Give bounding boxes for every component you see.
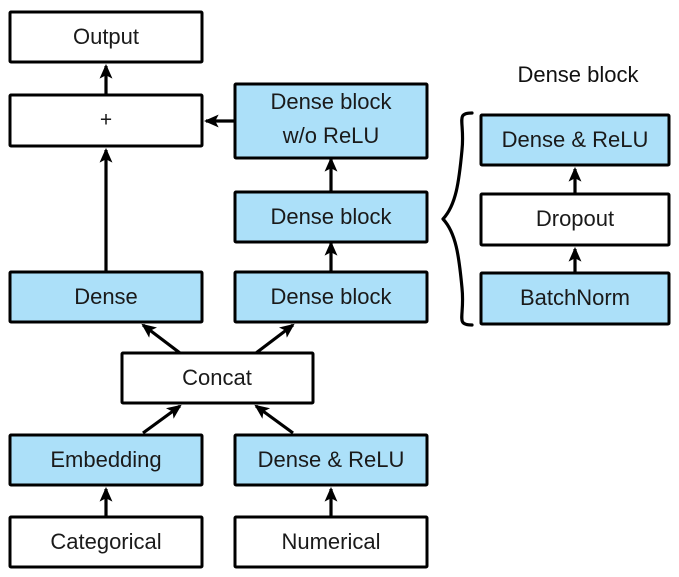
edge-concat-to-denseblocklow <box>255 323 295 355</box>
dense-block-detail-panel: Dense block Dense & ReLU Dropout BatchNo… <box>479 62 671 326</box>
node-dense-block-wo-relu-label-line1: Dense block <box>270 89 392 114</box>
node-embedding-label: Embedding <box>50 447 161 472</box>
node-dense-block-low-label: Dense block <box>270 284 392 309</box>
node-panel-dense-and-relu-rect[interactable] <box>479 113 671 167</box>
node-dense-block-wo-relu[interactable]: Dense block w/o ReLU <box>233 82 429 160</box>
node-dense-block-mid-label: Dense block <box>270 204 392 229</box>
node-concat-label: Concat <box>182 365 252 390</box>
node-dense-and-relu[interactable]: Dense & ReLU <box>233 433 429 487</box>
detail-panel-title: Dense block <box>517 62 639 87</box>
node-dense-block-wo-relu-rect[interactable] <box>233 82 429 160</box>
node-numerical[interactable]: Numerical <box>233 515 429 569</box>
node-dense-and-relu-rect[interactable] <box>233 433 429 487</box>
node-numerical-label: Numerical <box>281 529 380 554</box>
node-add-rect[interactable] <box>8 93 204 148</box>
node-dense-label: Dense <box>74 284 138 309</box>
node-embedding[interactable]: Embedding <box>8 433 204 487</box>
node-dense-block-mid[interactable]: Dense block <box>233 190 429 244</box>
node-panel-batchnorm[interactable]: BatchNorm <box>479 271 671 326</box>
node-panel-dropout[interactable]: Dropout <box>479 192 671 247</box>
edge-concat-to-dense <box>141 323 181 355</box>
node-categorical[interactable]: Categorical <box>8 515 204 569</box>
edge-denserelu-to-concat <box>254 404 294 435</box>
node-output[interactable]: Output <box>8 10 204 64</box>
node-concat[interactable]: Concat <box>120 351 315 405</box>
node-panel-batchnorm-label: BatchNorm <box>520 285 630 310</box>
dense-block-brace <box>441 111 474 327</box>
edge-embedding-to-concat <box>142 404 182 435</box>
node-concat-rect[interactable] <box>120 351 315 405</box>
node-numerical-rect[interactable] <box>233 515 429 569</box>
node-dense-block-mid-rect[interactable] <box>233 190 429 244</box>
node-panel-batchnorm-rect[interactable] <box>479 271 671 326</box>
edge-layer <box>99 63 582 517</box>
node-add-label: + <box>100 109 112 132</box>
node-panel-dense-and-relu-label: Dense & ReLU <box>502 127 649 152</box>
node-dense-rect[interactable] <box>8 270 204 324</box>
node-categorical-label: Categorical <box>50 529 161 554</box>
node-categorical-rect[interactable] <box>8 515 204 569</box>
node-panel-dropout-rect[interactable] <box>479 192 671 247</box>
node-dense-block-wo-relu-label-line2: w/o ReLU <box>282 123 380 148</box>
node-panel-dense-and-relu[interactable]: Dense & ReLU <box>479 113 671 167</box>
node-dense-and-relu-label: Dense & ReLU <box>258 447 405 472</box>
node-dense[interactable]: Dense <box>8 270 204 324</box>
node-output-rect[interactable] <box>8 10 204 64</box>
node-output-label: Output <box>73 24 139 49</box>
node-panel-dropout-label: Dropout <box>536 206 614 231</box>
main-flow-nodes: Output + Dense block w/o ReLU Dense bloc… <box>8 10 429 569</box>
node-add[interactable]: + <box>8 93 204 148</box>
node-dense-block-low[interactable]: Dense block <box>233 270 429 324</box>
node-embedding-rect[interactable] <box>8 433 204 487</box>
node-dense-block-low-rect[interactable] <box>233 270 429 324</box>
